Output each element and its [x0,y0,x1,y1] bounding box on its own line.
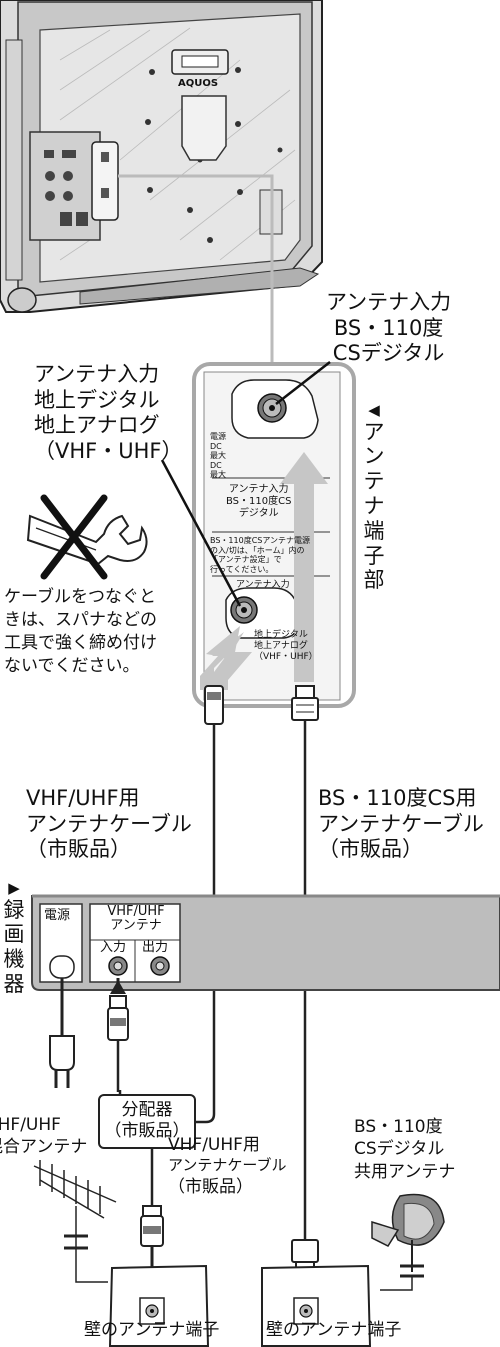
wall-terminal-left-icon [108,1264,210,1347]
panel-bs-note: BS・110度CSアンテナ電源の入/切は、「ホーム」内の 「アンテナ設定」で行っ… [210,536,311,574]
bs-cable [291,685,319,1300]
vhf-cable-top-label: VHF/UHF用アンテナケーブル（市販品） [26,786,192,862]
recorder-output-label: 出力 [142,940,169,955]
recorder-input-cable [107,978,129,1092]
wall-terminal-left-label: 壁のアンテナ端子 [84,1320,220,1340]
splitter-box: 分配器（市販品） [98,1094,196,1149]
bs-cable-label: BS・110度CS用アンテナケーブル（市販品） [318,786,484,862]
wall-terminal-right-label: 壁のアンテナ端子 [266,1320,402,1340]
vhf-uhf-antenna-icon [33,1160,117,1283]
recorder-input-label: 入力 [100,940,127,955]
bs-dish-antenna-icon [371,1193,445,1291]
wrench-icon [26,494,148,580]
vhf-cable-bottom-label: VHF/UHF用アンテナケーブル （市販品） [168,1135,287,1197]
tv-brand-logo: AQUOS [178,78,219,89]
recorder-illustration [31,894,500,991]
tv-back-illustration [0,0,323,313]
vhf-uhf-antenna-label: VHF/UHF混合アンテナ [0,1115,88,1158]
recorder-label: ▶ 録画 機器 [3,879,25,996]
wall-terminal-right-icon [261,1264,372,1347]
insertion-arrows [200,452,328,690]
wrench-caution-text: ケーブルをつなぐときは、スパナなどの 工具で強く締め付けないでください。 [4,587,157,677]
panel-terrestrial-header: アンテナ入力 [236,580,290,590]
terrestrial-input-label: アンテナ入力地上デジタル 地上アナログ（VHF・UHF） [34,362,183,463]
power-plug-icon [49,978,75,1088]
recorder-power-label: 電源 [44,908,71,923]
antenna-terminal-section-label: ◀ アン テナ 端子 部 [363,401,385,593]
panel-terrestrial-label: 地上デジタル地上アナログ（VHF・UHF） [254,630,318,662]
